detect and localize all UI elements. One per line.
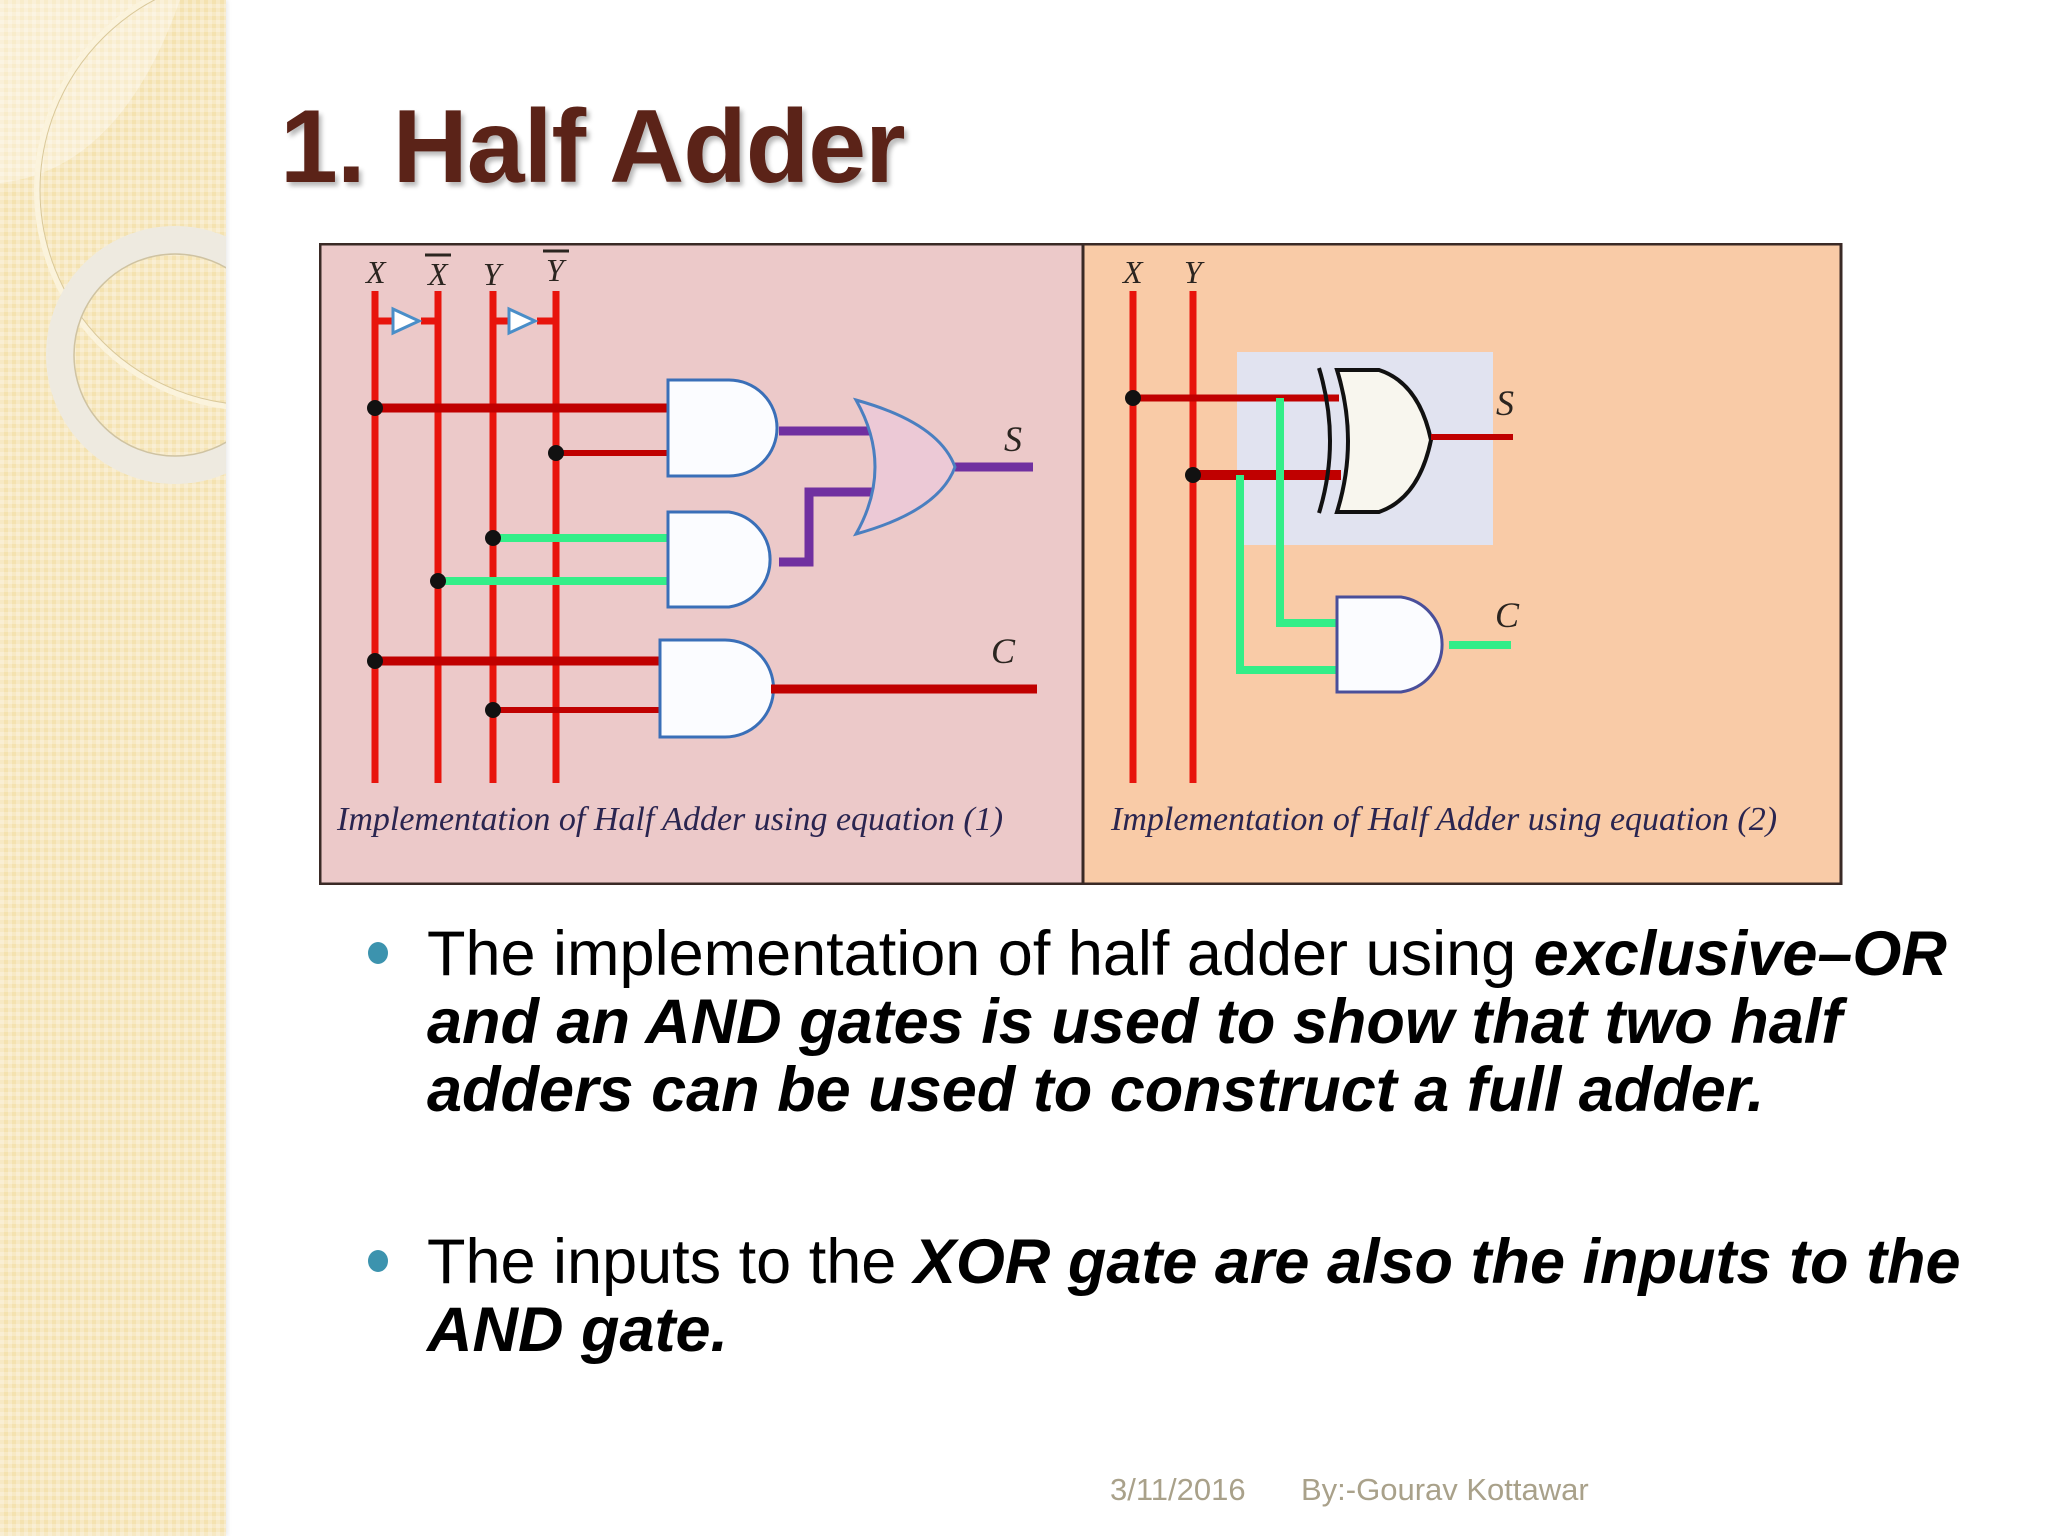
svg-text:S: S xyxy=(1004,419,1022,459)
label-x: X xyxy=(364,254,387,290)
bullet-2-emphasis: XOR gate are also the inputs to the AND … xyxy=(427,1227,1961,1365)
svg-text:Y: Y xyxy=(483,256,504,292)
bullet-item-2: The inputs to the XOR gate are also the … xyxy=(360,1228,2000,1364)
svg-text:C: C xyxy=(991,631,1016,671)
and-gate-2 xyxy=(666,510,772,609)
xor-gate xyxy=(1334,368,1434,514)
svg-text:C: C xyxy=(1495,595,1520,635)
and-gate-right xyxy=(1335,595,1444,694)
half-adder-circuit-diagram: X X Y Y xyxy=(319,243,1843,885)
left-caption: Implementation of Half Adder using equat… xyxy=(337,801,1004,838)
bullet-2-plain: The inputs to the xyxy=(427,1227,914,1297)
slide-title: 1. Half Adder xyxy=(280,89,906,205)
and-gate-1 xyxy=(666,378,779,478)
svg-text:S: S xyxy=(1496,383,1514,423)
and-gate-3 xyxy=(658,638,775,739)
or-gate xyxy=(852,397,957,537)
svg-text:Y: Y xyxy=(546,252,567,288)
bullet-dot-icon xyxy=(368,1250,388,1272)
bullet-item-1: The implementation of half adder using e… xyxy=(360,920,2000,1124)
right-panel xyxy=(1081,243,1843,885)
footer-date: 3/11/2016 xyxy=(1110,1472,1246,1507)
svg-text:X: X xyxy=(1121,254,1144,290)
bullet-1-plain: The implementation of half adder using xyxy=(427,919,1534,989)
decorative-circles xyxy=(0,0,226,484)
footer-author: By:-Gourav Kottawar xyxy=(1301,1472,1589,1507)
svg-text:X: X xyxy=(426,256,449,292)
bullet-1-emphasis: exclusive–OR and an AND gates is used to… xyxy=(427,919,1947,1125)
right-caption: Implementation of Half Adder using equat… xyxy=(1111,801,1778,838)
half-adder-figure: X X Y Y xyxy=(319,243,1843,885)
bullet-list: The implementation of half adder using e… xyxy=(360,920,2000,1364)
decorative-sidebar xyxy=(0,0,226,1536)
svg-text:Y: Y xyxy=(1184,254,1205,290)
bullet-dot-icon xyxy=(368,942,388,964)
